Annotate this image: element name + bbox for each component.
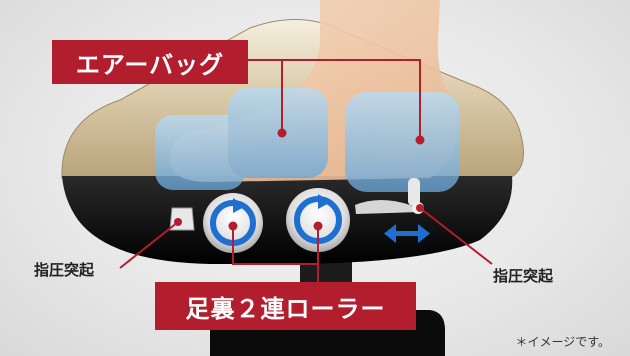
airbag-rear — [345, 92, 460, 192]
roller-label: 足裏２連ローラー — [155, 282, 416, 330]
airbag-front — [155, 115, 245, 190]
image-note: ＊イメージです。 — [515, 335, 610, 349]
rotate-arrow-icon — [318, 194, 331, 209]
double-arrow-icon — [384, 224, 430, 243]
pressure-nub-label-left: 指圧突起 — [34, 261, 95, 279]
leader-lines — [119, 59, 493, 284]
rotate-arrow-icon — [233, 198, 246, 213]
leader-dots — [174, 128, 425, 231]
airbag-label: エアーバッグ — [52, 40, 248, 84]
nub-right — [408, 178, 420, 206]
pressure-nub-label-right: 指圧突起 — [493, 267, 554, 285]
